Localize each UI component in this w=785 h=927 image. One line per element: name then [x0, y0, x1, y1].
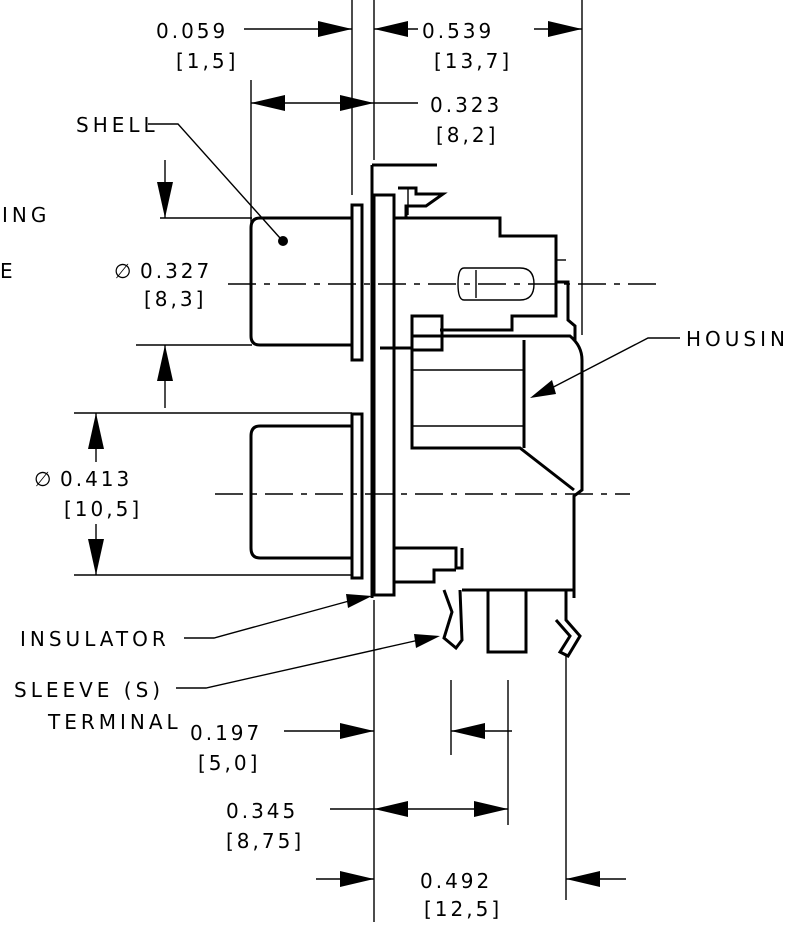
connector-body [249, 163, 584, 658]
dim-0492-value: 0.492 [420, 869, 492, 893]
insulator-label: INSULATOR [20, 627, 170, 651]
dim-0323-metric: [8,2] [436, 123, 498, 147]
part-labels: SHELL HOUSING ING E INSULATOR SLEEVE (S)… [0, 113, 785, 734]
dim-0059-value: 0.059 [156, 19, 228, 43]
dim-0323-value: 0.323 [430, 93, 502, 117]
dimension-lines [88, 21, 626, 887]
dim-0327-symbol: ∅ [114, 259, 134, 283]
shell-label: SHELL [76, 113, 159, 137]
center-lines [215, 283, 660, 495]
lower-shell [249, 424, 352, 560]
housing-label-partial: ING [2, 203, 50, 227]
housing-label: HOUSING [686, 327, 785, 351]
upper-shell [249, 216, 352, 347]
dim-0413-metric: [10,5] [64, 497, 142, 521]
leaders [148, 123, 680, 689]
dim-0539-value: 0.539 [422, 19, 494, 43]
dim-0327-value: 0.327 [140, 259, 212, 283]
dim-0413-symbol: ∅ [34, 467, 54, 491]
shell-leader-dot [278, 236, 288, 246]
dim-0327-metric: [8,3] [144, 287, 206, 311]
extension-lines [74, 0, 583, 922]
sleeve-label: SLEEVE (S) [14, 678, 164, 702]
dim-0413-value: 0.413 [60, 467, 132, 491]
dim-0345-value: 0.345 [226, 799, 298, 823]
dim-0197-metric: [5,0] [198, 751, 260, 775]
terminal-label: TERMINAL [47, 710, 182, 734]
dim-0345-metric: [8,75] [226, 829, 304, 853]
dimension-labels: 0.059 [1,5] 0.539 [13,7] 0.323 [8,2] ∅ 0… [34, 19, 512, 921]
dim-0492-metric: [12,5] [424, 897, 502, 921]
dim-0539-metric: [13,7] [434, 49, 512, 73]
dim-0059-metric: [1,5] [176, 49, 238, 73]
dim-0197-value: 0.197 [190, 721, 262, 745]
label-partial-e: E [0, 259, 17, 283]
